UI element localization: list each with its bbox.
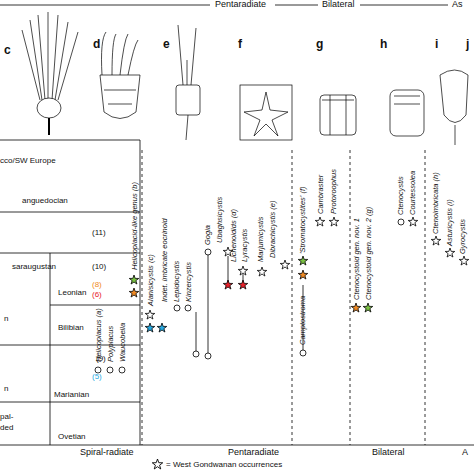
chart-label: f: [238, 40, 242, 49]
taxon-label: Ctenocystoid gen. nov. 2 (g): [364, 207, 373, 300]
chart-label: ded: [0, 423, 13, 432]
taxon-label: Ctenocystoid gen. nov. 1: [352, 218, 361, 300]
chart-label: Marianian: [54, 390, 89, 399]
chart-label: Bilateral: [322, 0, 355, 9]
taxon-label: Lyracystis: [240, 229, 249, 262]
chart-label: anguedocian: [22, 196, 68, 205]
taxon-label: Courtessolea: [408, 171, 417, 215]
chart-label: j: [466, 40, 469, 49]
taxon-label: Polyplacus: [106, 326, 115, 362]
legend-star: [152, 459, 162, 469]
chart-label: (11): [92, 228, 106, 237]
legend-text: = West Gondwanan occurrences: [166, 460, 282, 469]
taxon-label: Camptostroma: [298, 296, 307, 345]
taxon-label: Asturicystis (i): [445, 199, 454, 246]
taxon-label: Ctenocystis: [396, 176, 405, 215]
taxon-label: Ubaghsicystis: [215, 197, 224, 243]
taxon-label: Helicoplacid-like genus (b): [130, 182, 139, 270]
chart-label: Ovetian: [58, 432, 86, 441]
chart-label: n: [4, 314, 8, 323]
taxon-label: Ctenoimbricata (h): [431, 172, 440, 234]
taxon-label: Helicoplacus (a): [94, 308, 103, 362]
chart-label: (8): [92, 280, 102, 289]
chart-label: (6): [92, 290, 102, 299]
taxon-label: Lepidocystis: [172, 261, 181, 302]
chart-label: Pentaradiate: [228, 448, 279, 457]
chart-label: n: [4, 384, 8, 393]
chart-label: (10): [92, 262, 106, 271]
taxon-label: Kinzercystis: [184, 262, 193, 302]
chart-label: saraugustan: [12, 262, 56, 271]
chart-label: Leonian: [58, 288, 86, 297]
taxon-label: Waucobella: [118, 323, 127, 362]
chart-label: Pentaradiate: [215, 0, 266, 9]
chart-label: i: [435, 40, 438, 49]
chart-label: e: [163, 40, 170, 49]
taxon-label: Gyrocystis: [458, 219, 467, 254]
chart-label: cco/SW Europe: [0, 156, 56, 165]
chart-label: d: [93, 40, 100, 49]
taxon-label: Dibrachicystis (e): [268, 200, 277, 258]
chart-label: h: [380, 40, 387, 49]
taxon-label: 'Stromatocystites' (f): [298, 187, 307, 254]
taxon-label: Gogia: [203, 225, 212, 245]
taxon-label: Lichenoidids (d): [229, 209, 238, 262]
taxon-label: Cambraster: [316, 175, 325, 214]
chart-label: g: [316, 40, 323, 49]
chart-label: c: [4, 46, 11, 55]
taxon-label: Indet. imbricate eocrinoid: [160, 218, 169, 302]
chart-label: Bilateral: [372, 448, 405, 457]
chart-label: A: [462, 448, 468, 457]
chart-label: pal-: [0, 412, 13, 421]
chart-label: Spiral-radiate: [80, 448, 134, 457]
taxon-label: Marjumicystis: [256, 217, 265, 262]
chart-label: As: [452, 0, 463, 9]
taxon-label: Protoroophus: [329, 169, 338, 214]
chart-label: Bilibian: [58, 323, 84, 332]
taxon-label: Alanisicystis (c): [146, 254, 155, 306]
chart-label: (5): [92, 372, 102, 381]
